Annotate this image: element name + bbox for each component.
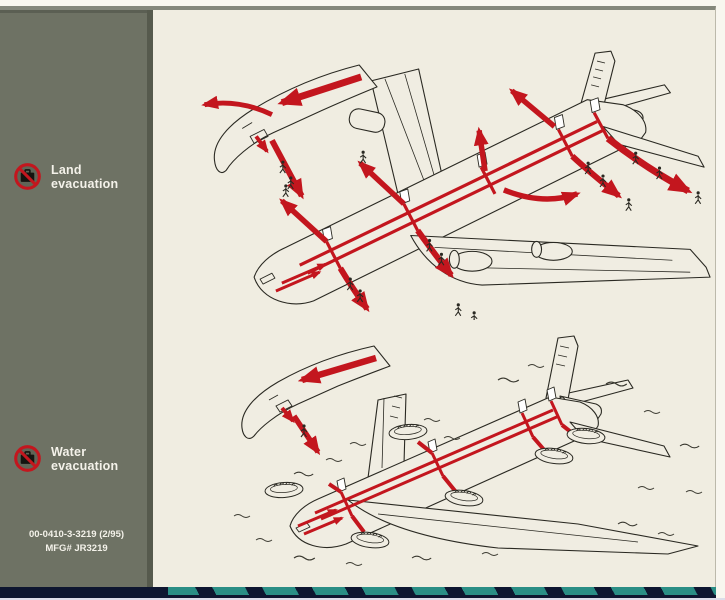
- water-aircraft-lineart: [289, 335, 699, 555]
- no-baggage-icon: [14, 445, 41, 472]
- land-aircraft-lineart: [253, 50, 711, 305]
- water-nose-exit-detail: [241, 345, 391, 456]
- footer-stripe-band: [0, 587, 716, 598]
- part-number-line: 00-0410-3-3219 (2/95): [28, 528, 125, 540]
- land-exit-arrows: [275, 88, 693, 313]
- land-nose-exit-detail: [201, 64, 378, 200]
- land-evacuation-row: Land evacuation: [13, 162, 147, 191]
- stripe-band-left-navy: [0, 587, 168, 595]
- teal-navy-stripes: [0, 587, 716, 595]
- page-bottom-edge: [0, 598, 725, 600]
- stripe-band-navy-rule: [0, 595, 716, 598]
- water-aisle-paths: [297, 400, 578, 536]
- land-evacuation-diagram: [201, 50, 711, 320]
- safety-card: Land evacuation Water evacuation 00-0410…: [0, 6, 716, 587]
- mfg-number-line: MFG# JR3219: [45, 543, 108, 555]
- sidebar: Land evacuation Water evacuation 00-0410…: [0, 10, 153, 587]
- land-evacuation-label: Land evacuation: [51, 162, 119, 191]
- water-evacuation-diagram: [233, 335, 703, 566]
- diagram-area: [153, 10, 715, 587]
- part-numbers: 00-0410-3-3219 (2/95) MFG# JR3219: [0, 528, 153, 557]
- no-baggage-icon: [14, 163, 41, 190]
- water-evacuation-label: Water evacuation: [51, 444, 119, 473]
- land-aisle-paths: [299, 111, 610, 275]
- water-evacuation-row: Water evacuation: [13, 444, 147, 473]
